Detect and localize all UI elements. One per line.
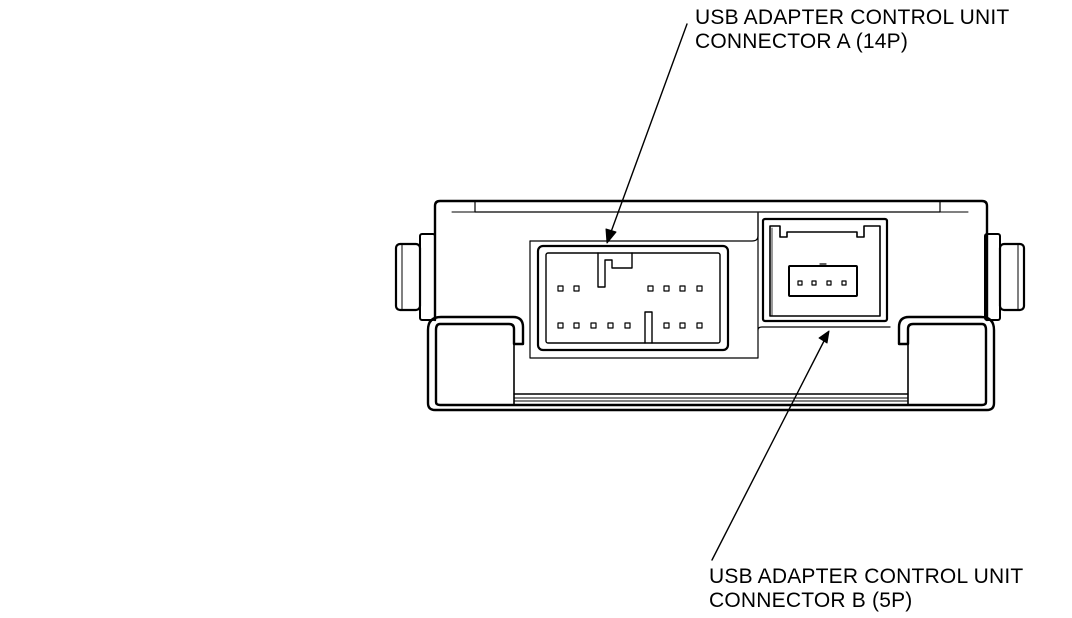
leader-line-connector-a <box>605 23 688 244</box>
right-mounting-nut <box>984 233 1026 321</box>
connector-a-14p <box>529 212 759 359</box>
connector-b-5p <box>757 212 891 331</box>
callout-connector-a-line1: USB ADAPTER CONTROL UNIT <box>695 6 1010 29</box>
callout-connector-a: USB ADAPTER CONTROL UNIT CONNECTOR A (14… <box>695 6 1009 54</box>
connector-a-upper-pins <box>557 285 703 292</box>
callout-connector-b-line2: CONNECTOR B (5P) <box>709 589 913 612</box>
callout-connector-a-line2: CONNECTOR A (14P) <box>695 30 909 53</box>
callout-connector-b: USB ADAPTER CONTROL UNIT CONNECTOR B (5P… <box>709 565 1023 613</box>
callout-connector-b-line1: USB ADAPTER CONTROL UNIT <box>709 565 1024 588</box>
left-mounting-nut <box>394 233 436 321</box>
connector-a-lower-pins <box>557 322 703 329</box>
mounting-bracket <box>426 315 996 412</box>
unit-housing <box>433 199 989 322</box>
leader-line-connector-b <box>711 330 830 561</box>
connector-b-pins <box>797 280 847 286</box>
